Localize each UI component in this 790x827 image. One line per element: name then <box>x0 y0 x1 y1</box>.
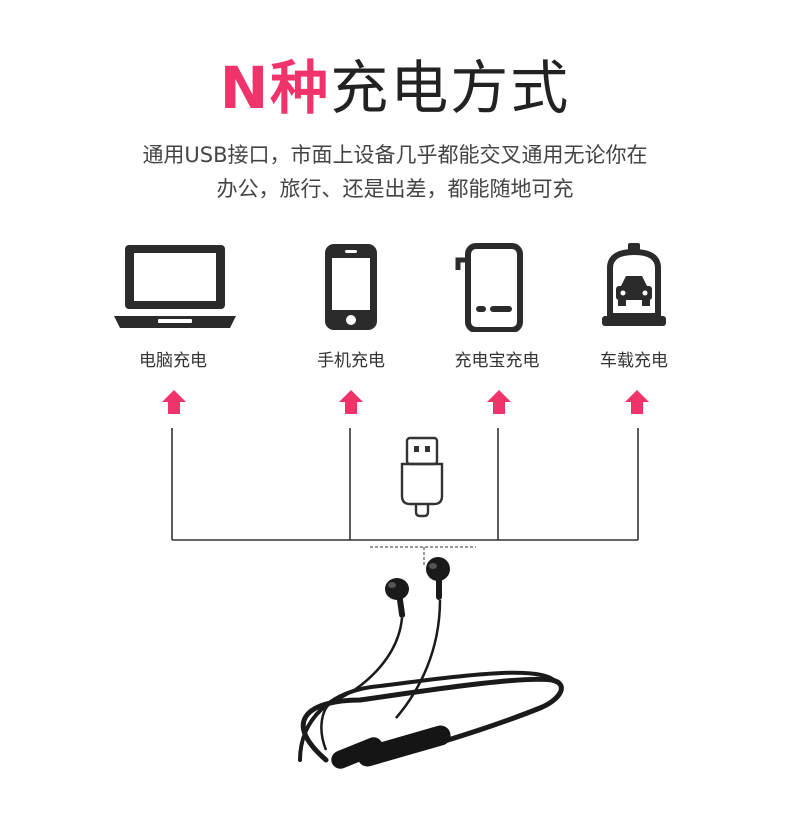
smartphone-icon <box>325 244 377 330</box>
page-title: N种充电方式 <box>0 52 790 124</box>
title-rest: 充电方式 <box>330 54 571 122</box>
arrow-up-icon <box>625 390 649 414</box>
power-bank-icon <box>455 243 523 332</box>
neckband-earphones-image <box>298 557 564 769</box>
arrow-up-icon <box>487 390 511 414</box>
arrow-up-icon <box>162 390 186 414</box>
device-label-car: 车载充电 <box>600 351 668 371</box>
device-label-power-bank: 充电宝充电 <box>454 351 540 371</box>
subtitle-line-1: 通用USB接口，市面上设备几乎都能交叉通用无论你在 <box>142 143 648 167</box>
arrow-up-icon <box>339 390 363 414</box>
title-highlight: N种 <box>219 54 331 122</box>
laptop-icon <box>114 245 236 328</box>
subtitle-line-2: 办公，旅行、还是出差，都能随地可充 <box>216 177 574 201</box>
usb-plug-icon <box>400 436 444 518</box>
device-label-computer: 电脑充电 <box>139 351 207 371</box>
device-label-phone: 手机充电 <box>317 351 385 371</box>
car-charger-icon <box>602 243 666 326</box>
